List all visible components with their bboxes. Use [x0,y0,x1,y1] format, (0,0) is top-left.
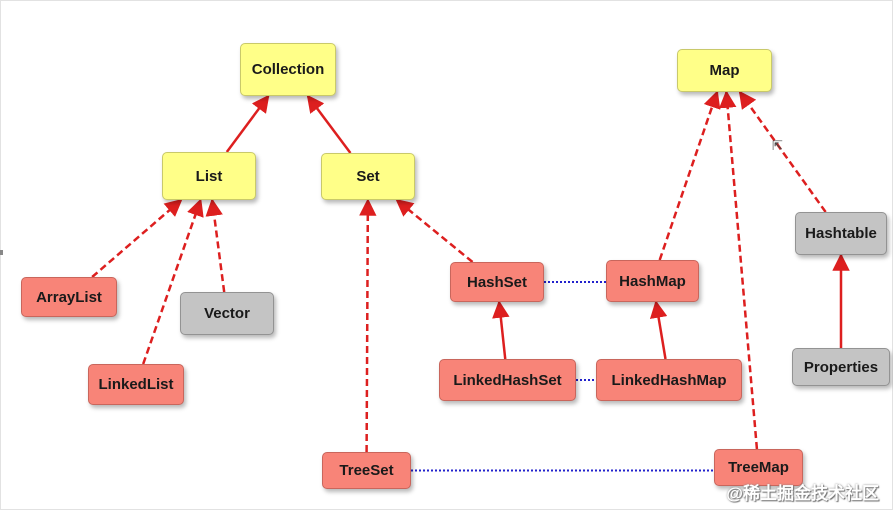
equivalence-links [411,281,714,472]
node-linkedlist-label: LinkedList [98,376,174,393]
node-arraylist-label: ArrayList [36,288,102,306]
node-properties[interactable]: Properties [792,348,890,386]
node-treemap-label: TreeMap [728,459,789,476]
edge-linkedhashset-to-hashset [492,300,510,360]
edge-list-to-collection [225,94,270,153]
edge-linkedhashmap-to-hashmap [649,300,668,360]
node-hashset-label: HashSet [466,273,528,291]
edge-marker [0,250,3,255]
node-linkedlist[interactable]: LinkedList [88,364,184,405]
node-list-label: List [195,167,223,185]
node-set-label: Set [356,168,380,185]
mouse-cursor-icon: ⇱ [772,138,783,153]
node-vector[interactable]: Vector [180,292,274,335]
edge-treemap-to-map [718,90,759,450]
node-collection-label: Collection [251,61,325,78]
node-hashset[interactable]: HashSet [450,262,544,302]
node-vector-label: Vector [204,305,250,322]
edge-hashset-to-set [395,198,474,263]
node-map[interactable]: Map [677,49,772,92]
watermark: @稀土掘金技术社区 [726,484,879,503]
node-list[interactable]: List [162,152,256,200]
node-hashmap-label: HashMap [619,272,686,290]
node-set[interactable]: Set [321,153,415,200]
node-linkedhashset-label: LinkedHashSet [453,371,562,389]
node-hashtable[interactable]: Hashtable [795,212,887,255]
node-treemap[interactable]: TreeMap [714,449,803,486]
node-treeset[interactable]: TreeSet [322,452,411,489]
node-treeset-label: TreeSet [339,462,394,479]
inheritance-edges [91,90,850,453]
edge-arraylist-to-list [91,198,183,278]
node-hashmap[interactable]: HashMap [606,260,699,302]
edge-hashtable-to-map [738,90,827,213]
node-properties-label: Properties [803,358,879,376]
edge-hashmap-to-map [658,90,721,261]
node-collection[interactable]: Collection [240,43,336,96]
edge-set-to-collection [306,94,352,154]
node-linkedhashmap[interactable]: LinkedHashMap [596,359,742,401]
node-linkedhashmap-label: LinkedHashMap [611,371,727,389]
edge-vector-to-list [205,198,226,293]
node-linkedhashset[interactable]: LinkedHashSet [439,359,576,401]
node-arraylist[interactable]: ArrayList [21,277,117,317]
edge-treeset-to-set [359,198,377,453]
node-map-label: Map [709,62,740,79]
edge-linkedlist-to-list [141,198,204,365]
node-hashtable-label: Hashtable [805,225,877,242]
